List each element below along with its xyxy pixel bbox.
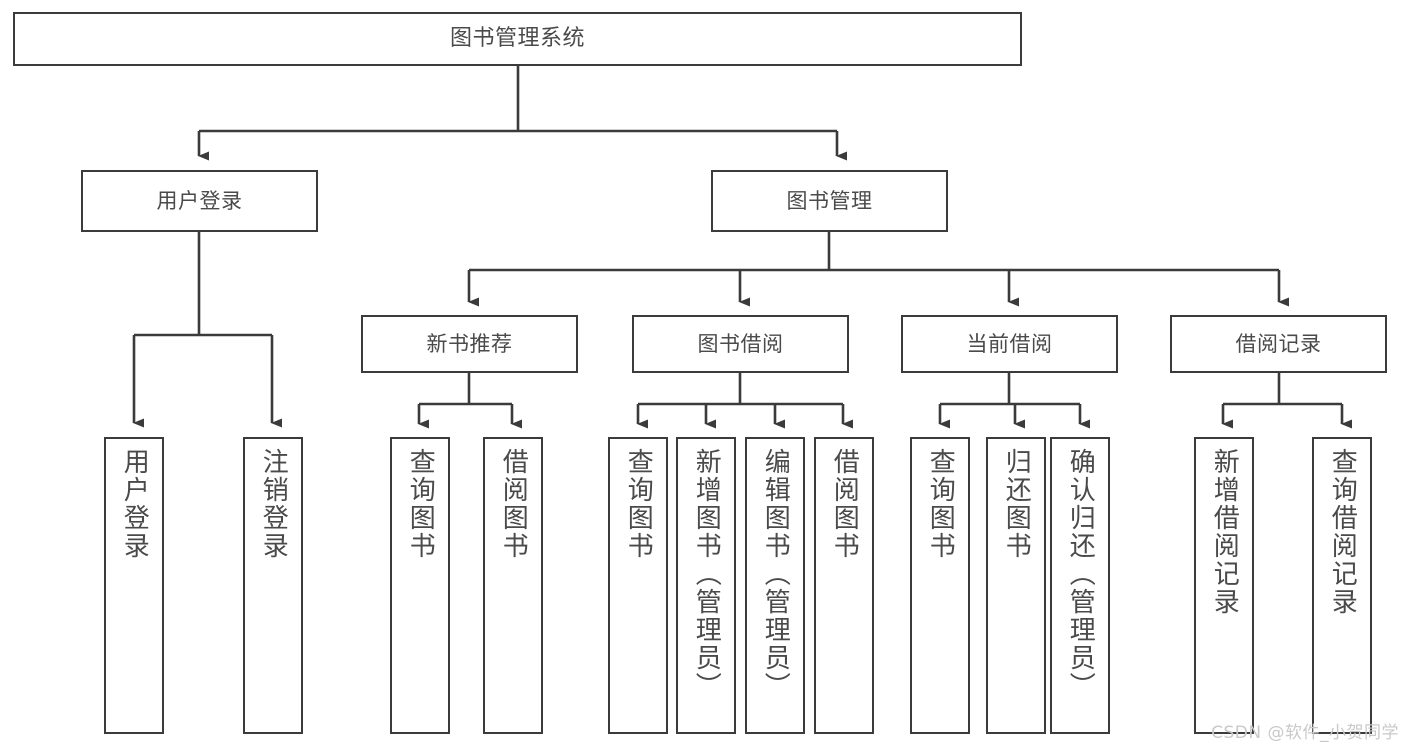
leaf-logout[interactable]: 注销登录 bbox=[243, 437, 303, 734]
leaf-query-books-recommend[interactable]: 查询图书 bbox=[390, 437, 450, 734]
leaf-query-books-borrowing[interactable]: 查询图书 bbox=[608, 437, 668, 734]
leaf-query-borrow-record[interactable]: 查询借阅记录 bbox=[1312, 437, 1372, 734]
leaf-borrow-books-recommend[interactable]: 借阅图书 bbox=[483, 437, 543, 734]
node-root-book-management-system[interactable]: 图书管理系统 bbox=[13, 12, 1022, 66]
node-label: 图书管理 bbox=[786, 188, 873, 213]
node-label: 编辑图书（管理员） bbox=[760, 448, 791, 700]
node-book-management[interactable]: 图书管理 bbox=[711, 170, 948, 232]
node-user-login[interactable]: 用户登录 bbox=[81, 170, 318, 232]
csdn-watermark: CSDN @软件_小贺同学 bbox=[1211, 723, 1399, 743]
node-label: 借阅图书 bbox=[498, 448, 529, 560]
node-label: 新增图书（管理员） bbox=[691, 448, 722, 700]
node-label: 借阅记录 bbox=[1235, 331, 1322, 356]
node-label: 查询借阅记录 bbox=[1327, 448, 1358, 616]
leaf-return-books[interactable]: 归还图书 bbox=[986, 437, 1046, 734]
node-label: 借阅图书 bbox=[829, 448, 860, 560]
leaf-add-borrow-record[interactable]: 新增借阅记录 bbox=[1194, 437, 1254, 734]
node-label: 新书推荐 bbox=[426, 331, 513, 356]
node-label: 新增借阅记录 bbox=[1209, 448, 1240, 616]
node-borrowing-records[interactable]: 借阅记录 bbox=[1170, 315, 1387, 373]
node-label: 查询图书 bbox=[405, 448, 436, 560]
node-label: 图书管理系统 bbox=[449, 26, 585, 52]
node-label: 当前借阅 bbox=[966, 331, 1053, 356]
leaf-query-books-current[interactable]: 查询图书 bbox=[910, 437, 970, 734]
node-label: 归还图书 bbox=[1001, 448, 1032, 560]
leaf-edit-book-admin[interactable]: 编辑图书（管理员） bbox=[745, 437, 805, 734]
node-label: 查询图书 bbox=[623, 448, 654, 560]
node-label: 查询图书 bbox=[925, 448, 956, 560]
node-label: 用户登录 bbox=[156, 188, 243, 213]
leaf-add-book-admin[interactable]: 新增图书（管理员） bbox=[676, 437, 736, 734]
node-label: 图书借阅 bbox=[697, 331, 784, 356]
leaf-borrow-books-borrowing[interactable]: 借阅图书 bbox=[814, 437, 874, 734]
node-current-borrowing[interactable]: 当前借阅 bbox=[901, 315, 1118, 373]
node-book-borrowing[interactable]: 图书借阅 bbox=[632, 315, 849, 373]
node-label: 注销登录 bbox=[258, 448, 289, 560]
node-label: 确认归还（管理员） bbox=[1065, 448, 1096, 700]
node-label: 用户登录 bbox=[119, 448, 150, 560]
leaf-user-login[interactable]: 用户登录 bbox=[104, 437, 164, 734]
node-new-book-recommendation[interactable]: 新书推荐 bbox=[361, 315, 578, 373]
leaf-confirm-return-admin[interactable]: 确认归还（管理员） bbox=[1050, 437, 1110, 734]
